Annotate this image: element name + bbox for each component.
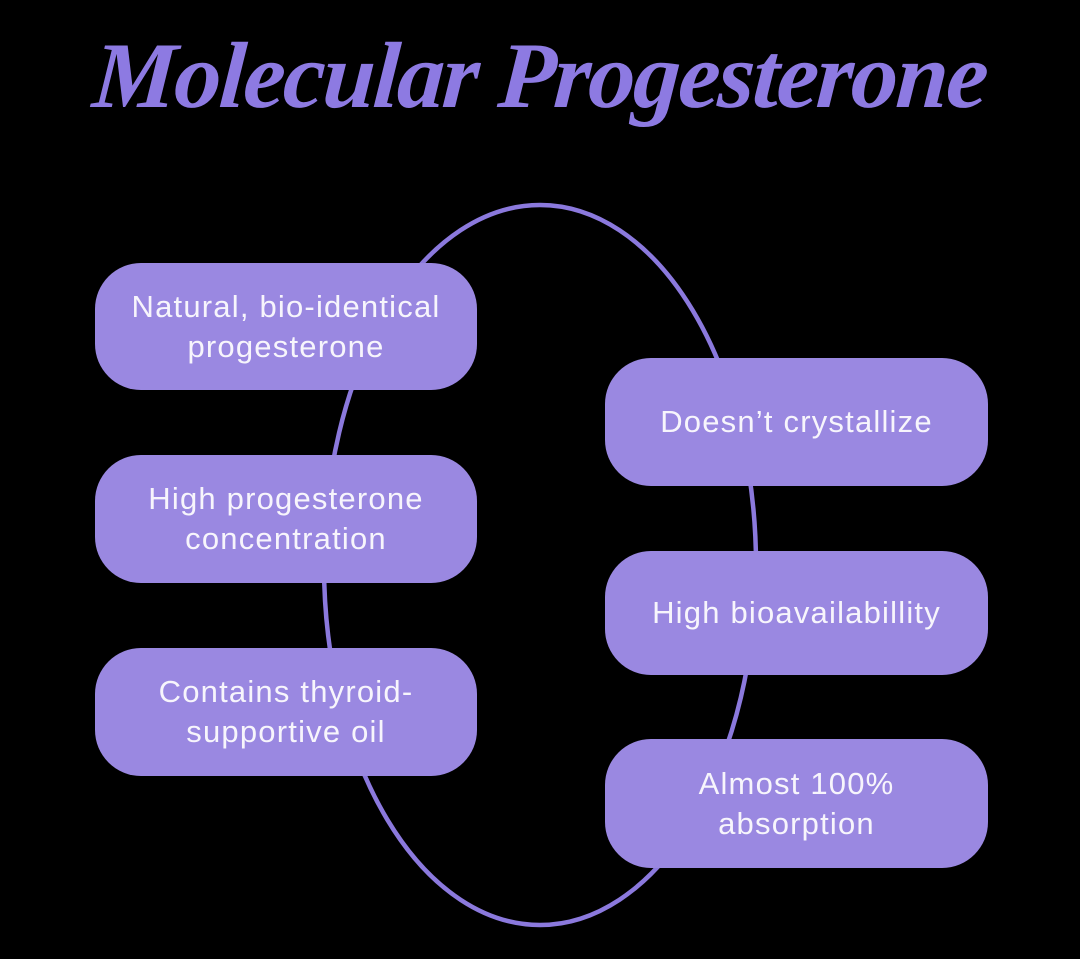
- node-high-bioavailability: High bioavailabillity: [605, 551, 988, 675]
- node-text-line: Natural, bio-identical: [131, 288, 441, 324]
- page-title: Molecular Progesterone: [89, 24, 991, 128]
- node-contains-thyroid-supportive-oil: Contains thyroid- supportive oil: [95, 648, 477, 776]
- node-high-progesterone-concentration: High progesterone concentration: [95, 455, 477, 583]
- node-text-line: Doesn’t crystallize: [660, 404, 933, 439]
- node-text-line: Contains thyroid-: [158, 674, 414, 709]
- node-text-line: supportive oil: [186, 714, 386, 749]
- node-text-line: absorption: [718, 805, 875, 841]
- node-text-line: Almost 100%: [698, 765, 895, 801]
- node-text-line: High bioavailabillity: [652, 595, 941, 630]
- node-text-line: progesterone: [187, 328, 385, 364]
- node-natural-bio-identical-progesterone: Natural, bio-identical progesterone: [95, 263, 477, 390]
- node-text-line: High progesterone: [148, 481, 424, 516]
- node-almost-100-percent-absorption: Almost 100% absorption: [605, 739, 988, 868]
- node-doesnt-crystallize: Doesn’t crystallize: [605, 358, 988, 486]
- node-text-line: concentration: [185, 521, 387, 556]
